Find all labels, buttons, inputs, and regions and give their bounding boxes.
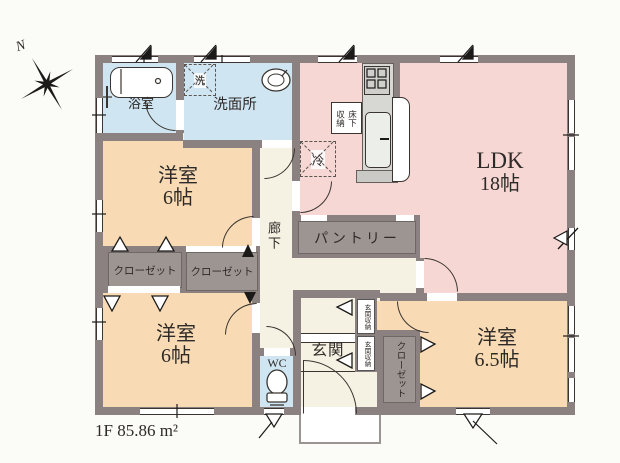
wall-segment (95, 55, 103, 415)
window (568, 306, 575, 334)
pantry-opening (301, 215, 327, 221)
door-opening (416, 261, 424, 288)
closet-upper-right-inner: クローゼット (186, 252, 258, 291)
window (112, 56, 158, 63)
door-opening (176, 100, 184, 130)
window (568, 338, 575, 372)
wc-label: WC (267, 356, 287, 371)
washer-space: 洗 (184, 64, 216, 96)
pantry-opening (396, 215, 414, 221)
floor-area-label: 1F 85.86 m² (95, 420, 179, 440)
room-label-bathroom: 浴室 (127, 95, 154, 111)
compass-icon (21, 58, 73, 110)
compass-north-label: N (14, 38, 28, 56)
underfloor-label-col1: 床下 (347, 109, 358, 127)
washer-label: 洗 (193, 72, 207, 88)
window (440, 56, 478, 63)
underfloor-storage-box: 床下 収納 (331, 102, 362, 134)
wall-segment (292, 63, 300, 181)
stove-icon (364, 66, 390, 95)
door-opening (427, 293, 457, 301)
entrance-label: 玄関 (311, 341, 345, 359)
room-label-washroom: 洗面所 (213, 97, 257, 114)
wall-segment (252, 141, 260, 218)
vent-gap (568, 228, 575, 250)
room-label-east-lower: 洋室 6.5帖 (474, 327, 520, 371)
window (140, 408, 214, 415)
closet-label: クローゼット (113, 265, 177, 277)
entrance-storage-1: 玄関収納 (357, 299, 375, 334)
room-west-lower (103, 293, 252, 407)
door-opening (292, 181, 300, 211)
pantry-inner: パントリー (298, 221, 416, 254)
wall-segment (176, 63, 184, 133)
closet-opening (108, 286, 180, 293)
entrance-storage-label: 玄関収納 (363, 340, 370, 367)
entrance-storage-label: 玄関収納 (363, 303, 370, 330)
entrance-storage-2: 玄関収納 (357, 336, 375, 371)
window (568, 378, 575, 402)
kitchen-counter-return (392, 97, 410, 182)
hall-strip (300, 258, 416, 293)
pantry-label: パントリー (314, 231, 400, 247)
closet-upper-left-inner: クローゼット (108, 252, 182, 288)
wall-segment (392, 63, 400, 97)
door-opening (262, 140, 292, 148)
underfloor-label-col2: 収納 (335, 109, 346, 127)
wall-segment (293, 290, 301, 415)
vent-gap (264, 408, 284, 415)
room-label-ldk: LDK 18帖 (476, 147, 524, 195)
window (96, 98, 103, 133)
window (194, 56, 250, 63)
corridor-label: 廊下 (266, 221, 282, 251)
window (568, 137, 575, 170)
closet-label: クローゼット (190, 267, 254, 278)
wall-segment (380, 293, 567, 301)
window (456, 408, 490, 415)
window (568, 100, 575, 133)
fridge-space: 冷 (300, 141, 336, 177)
closet-label: クローゼット (394, 341, 405, 398)
wall-segment (183, 140, 300, 148)
closet-lower-right-inner: クローゼット (383, 336, 416, 403)
kitchen-sink (365, 112, 391, 168)
entrance-step (301, 333, 355, 343)
wall-segment (103, 133, 183, 141)
window (96, 200, 103, 232)
room-label-west-lower: 洋室 6帖 (156, 323, 196, 367)
room-label-west-upper: 洋室 6帖 (158, 165, 198, 209)
closet-opening (186, 246, 256, 252)
window (318, 56, 357, 63)
porch (299, 415, 381, 444)
door-opening (252, 218, 260, 246)
wall-segment (293, 290, 380, 298)
window (96, 308, 103, 340)
bathtub-icon (110, 67, 173, 98)
fridge-label: 冷 (310, 149, 326, 169)
